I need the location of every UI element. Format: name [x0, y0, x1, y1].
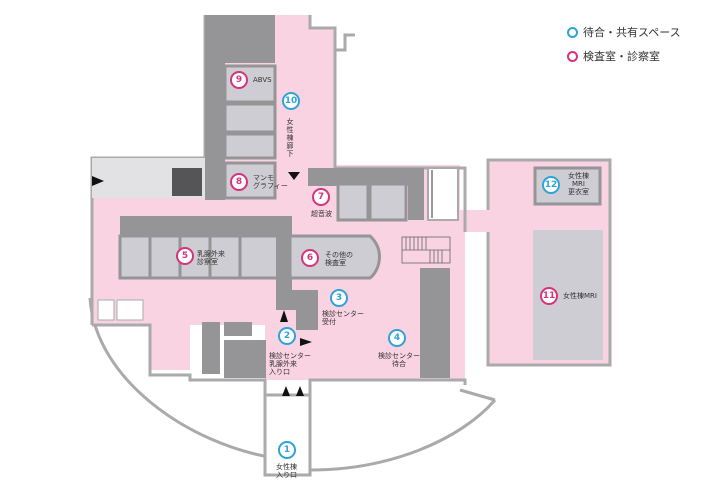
label-women-mri: 女性棟MRI: [563, 292, 597, 300]
small-white-2: [116, 299, 144, 321]
top-right-wall: [335, 33, 355, 52]
mri-connector: [455, 210, 490, 232]
label-abvs: ABVS: [253, 76, 272, 84]
column-wall: [205, 60, 225, 200]
small-white-1: [97, 299, 115, 321]
entrance-curve-wall-right: [309, 399, 497, 472]
legend-waiting-label: 待合・共有スペース: [583, 26, 681, 39]
room-clinic-1: [118, 234, 152, 280]
label-waiting-room: 検診センター 待合: [378, 352, 420, 368]
marker-2[interactable]: 2: [278, 327, 296, 345]
marker-3[interactable]: 3: [330, 289, 348, 307]
room-ultrasound-2: [336, 182, 370, 222]
room-top: [205, 15, 275, 63]
marker-10[interactable]: 10: [282, 92, 300, 110]
label-ultrasound: 超音波: [311, 210, 332, 218]
room-clinic-5: [238, 234, 280, 280]
ultrasound-pillar: [408, 168, 424, 220]
marker-9[interactable]: 9: [230, 71, 248, 89]
label-other-exam: その他の 検査室: [325, 251, 353, 267]
room-abvs-2: [223, 102, 277, 134]
label-breast-clinic: 乳腺外来 診察室: [197, 250, 225, 266]
arrow-right-icon: [300, 338, 312, 346]
clinic-pillar: [276, 216, 292, 296]
legend-exam-label: 検査室・診察室: [583, 50, 660, 63]
reception-desk: [296, 290, 318, 330]
arrow-up-icon: [280, 310, 288, 322]
room-other-exam: [288, 234, 381, 280]
label-entrance-checkup: 検診センター 乳腺外来 入り口: [269, 352, 311, 376]
marker-1[interactable]: 1: [278, 441, 296, 459]
arrow-up-icon-2: [282, 386, 290, 396]
marker-4[interactable]: 4: [388, 329, 406, 347]
label-reception: 検診センター 受付: [322, 310, 364, 326]
room-white: [427, 167, 459, 221]
label-mri-changing: 女性棟 MRI 更衣室: [568, 172, 589, 196]
legend-circle-icon: [567, 26, 578, 38]
legend-waiting: 待合・共有スペース: [567, 24, 681, 40]
marker-6[interactable]: 6: [301, 249, 319, 267]
marker-11[interactable]: 11: [540, 287, 558, 305]
clinic-wall: [120, 216, 290, 238]
arrow-up-icon-3: [296, 386, 304, 396]
lower-room-top: [224, 322, 252, 336]
arrow-left-icon: [92, 176, 104, 186]
label-mammography: マンモ グラフィー: [253, 174, 288, 190]
label-women-corridor: 女性棟廊下: [286, 118, 294, 158]
entrance-inner-curve: [459, 388, 496, 402]
lower-pillar: [202, 322, 220, 374]
room-ultrasound-3: [368, 182, 408, 222]
marker-5[interactable]: 5: [176, 247, 194, 265]
legend-exam: 検査室・診察室: [567, 48, 660, 64]
label-entrance-women: 女性棟 入り口: [276, 463, 297, 479]
arrow-down-icon: [288, 172, 300, 180]
entrance-corridor: [263, 393, 312, 477]
entrance-curve-wall: [88, 297, 276, 460]
marker-12[interactable]: 12: [542, 176, 560, 194]
room-column-3: [223, 132, 277, 160]
marker-8[interactable]: 8: [230, 173, 248, 191]
lower-room: [224, 340, 266, 378]
dark-block: [172, 168, 202, 196]
ultrasound-wall: [308, 168, 408, 186]
stairs-icon: [401, 236, 451, 264]
legend-circle-icon: [567, 50, 578, 62]
waiting-column: [420, 268, 450, 378]
marker-7[interactable]: 7: [312, 188, 330, 206]
